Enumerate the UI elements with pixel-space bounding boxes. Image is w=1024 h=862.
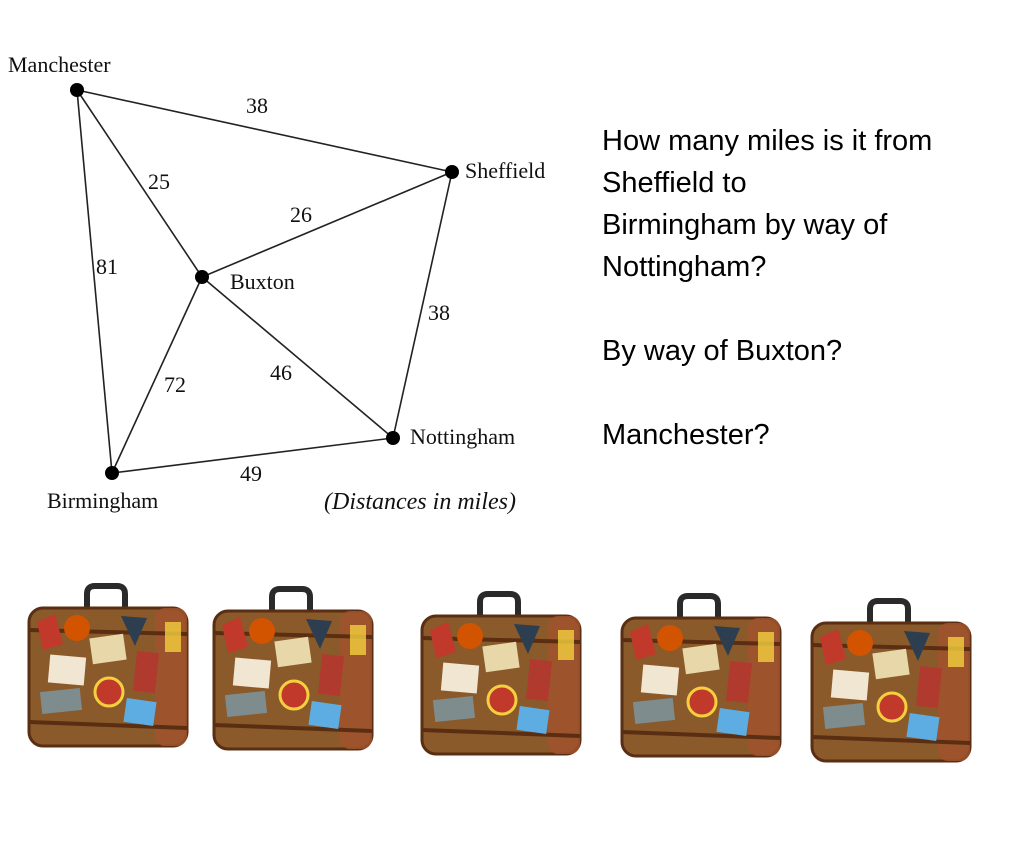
distance-label-buxton-birmingham: 72 (164, 372, 186, 397)
distance-units-caption: (Distances in miles) (324, 489, 516, 515)
distance-label-sheffield-buxton: 26 (290, 202, 312, 227)
distance-label-manchester-sheffield: 38 (246, 93, 268, 118)
suitcase-image (420, 591, 582, 756)
suitcase-image (212, 586, 374, 751)
suitcase-image (620, 593, 782, 758)
distance-label-manchester-buxton: 25 (148, 169, 170, 194)
suitcase-image (810, 598, 972, 763)
distance-graph: Manchester Sheffield Buxton Nottingham B… (8, 52, 545, 515)
edge-buxton-nottingham (201, 276, 394, 439)
node-nottingham (386, 431, 400, 445)
edge-manchester-sheffield (76, 89, 453, 173)
edge-sheffield-nottingham (392, 171, 453, 439)
edge-birmingham-nottingham (111, 437, 394, 474)
edge-manchester-buxton (76, 89, 203, 278)
city-label-manchester: Manchester (8, 52, 111, 77)
node-manchester (70, 83, 84, 97)
distance-label-sheffield-nottingham: 38 (428, 300, 450, 325)
question-block: How many miles is it from Sheffield to B… (602, 120, 1002, 498)
suitcase-row (0, 570, 1024, 780)
city-label-nottingham: Nottingham (410, 424, 515, 449)
node-birmingham (105, 466, 119, 480)
distance-label-buxton-nottingham: 46 (270, 360, 292, 385)
question-via-nottingham: How many miles is it from Sheffield to B… (602, 125, 933, 283)
distance-label-manchester-birmingham: 81 (96, 254, 118, 279)
city-label-birmingham: Birmingham (47, 488, 158, 513)
node-sheffield (445, 165, 459, 179)
suitcase-image (27, 583, 189, 748)
node-buxton (195, 270, 209, 284)
edge-sheffield-buxton (201, 171, 453, 278)
question-via-manchester: Manchester? (602, 419, 770, 451)
edge-buxton-birmingham (111, 276, 203, 474)
edge-manchester-birmingham (76, 89, 113, 474)
city-label-sheffield: Sheffield (465, 158, 545, 183)
city-label-buxton: Buxton (230, 269, 295, 294)
distance-label-birmingham-nottingham: 49 (240, 461, 262, 486)
question-via-buxton: By way of Buxton? (602, 335, 843, 367)
